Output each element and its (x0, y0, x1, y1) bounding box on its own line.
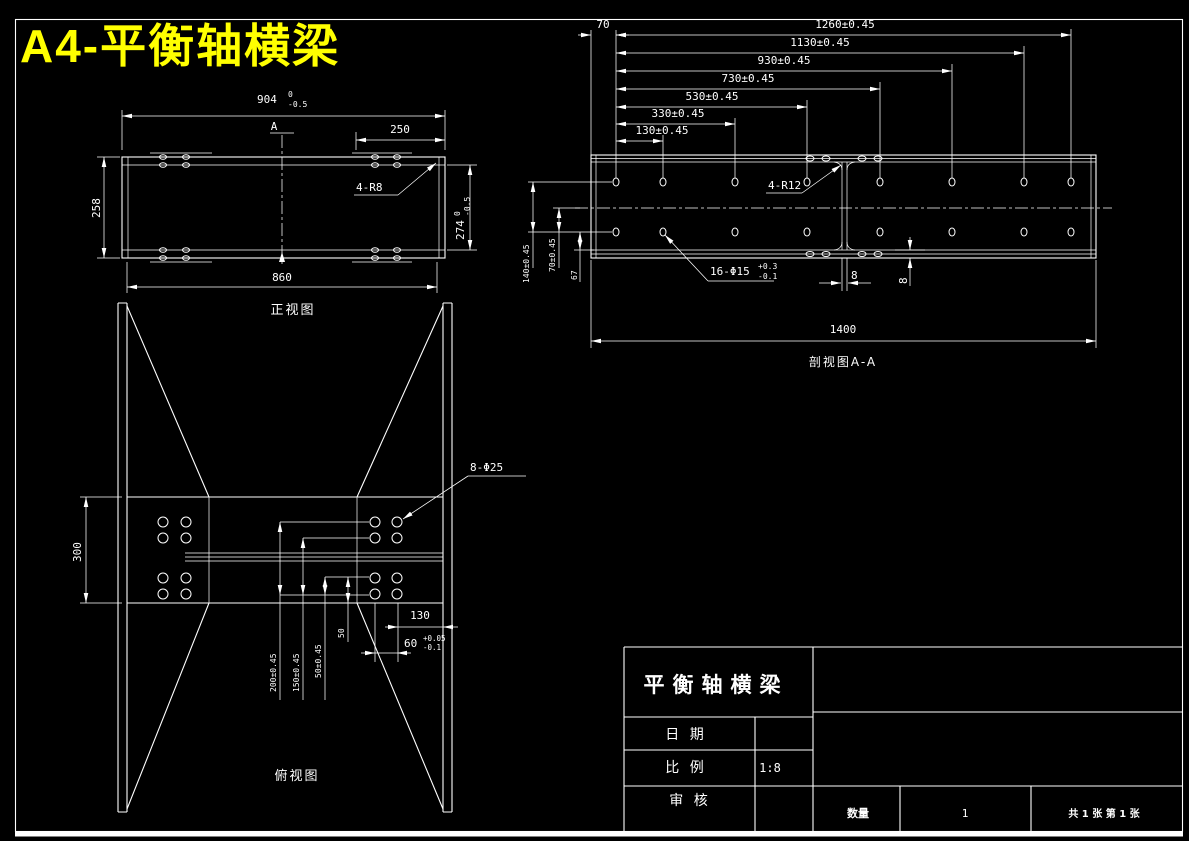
svg-text:1260±0.45: 1260±0.45 (815, 18, 875, 31)
dim-60: 60 +0.05 -0.1 (361, 634, 446, 656)
callout-4-r12: 4-R12 (766, 164, 842, 194)
dim-730: 730±0.45 (616, 72, 880, 92)
callout-4-r8: 4-R8 (354, 162, 437, 196)
svg-text:4-R12: 4-R12 (768, 179, 801, 192)
dim-140: 140±0.45 (522, 181, 612, 283)
dim-274: 274 0 -0.5 (447, 164, 477, 251)
date-label: 日 期 (665, 727, 706, 743)
svg-text:50±0.45: 50±0.45 (314, 644, 323, 678)
dim-70-vert: 70±0.45 (548, 207, 580, 272)
dim-130: 130±0.45 (616, 124, 689, 144)
quantity-value: 1 (962, 807, 969, 820)
dim-50-tol: 50±0.45 (314, 577, 328, 700)
svg-text:904: 904 (257, 93, 277, 106)
section-web (833, 161, 856, 291)
svg-text:0: 0 (453, 211, 462, 216)
svg-text:130: 130 (410, 609, 430, 622)
dim-130-top: 130 (374, 603, 458, 662)
dim-300: 300 (71, 496, 122, 604)
dim-web-8: 8 (819, 269, 871, 286)
svg-text:8: 8 (851, 269, 858, 282)
dim-530: 530±0.45 (616, 90, 807, 110)
scale-label: 比 例 (665, 760, 706, 776)
part-name: 平衡轴横梁 (644, 673, 789, 697)
dim-150: 150±0.45 (292, 538, 306, 700)
callout-16-phi15: 16-Φ15 +0.3 -0.1 (664, 234, 777, 282)
sheet-info: 共 1 张 第 1 张 (1068, 807, 1140, 820)
dim-50: 50 (337, 577, 351, 642)
dim-flange-8: 8 (895, 237, 925, 286)
svg-text:50: 50 (337, 628, 346, 638)
drawing-frame (14, 18, 1184, 837)
quantity-label: 数量 (847, 806, 869, 820)
dim-930: 930±0.45 (616, 54, 952, 74)
top-view-label: 俯视图 (274, 768, 319, 784)
svg-text:1130±0.45: 1130±0.45 (790, 36, 850, 49)
svg-text:258: 258 (90, 198, 103, 218)
dim-904: 904 0 -0.5 (121, 90, 446, 150)
svg-text:274: 274 (454, 220, 467, 240)
svg-text:8: 8 (897, 277, 910, 284)
callout-8-phi25: 8-Φ25 (402, 461, 526, 520)
svg-text:-0.1: -0.1 (758, 272, 777, 281)
svg-text:300: 300 (71, 542, 84, 562)
dim-860: 860 (126, 262, 438, 293)
svg-text:530±0.45: 530±0.45 (686, 90, 739, 103)
svg-text:+0.3: +0.3 (758, 262, 777, 271)
dim-258: 258 (90, 156, 120, 259)
top-view-holes (157, 516, 403, 600)
svg-text:730±0.45: 730±0.45 (722, 72, 775, 85)
section-flange-holes (805, 155, 883, 257)
svg-text:4-R8: 4-R8 (356, 181, 383, 194)
svg-text:-0.5: -0.5 (288, 100, 307, 109)
svg-text:8-Φ25: 8-Φ25 (470, 461, 503, 474)
dim-250: 250 (355, 123, 445, 150)
svg-text:60: 60 (404, 637, 417, 650)
svg-text:1400: 1400 (830, 323, 857, 336)
svg-text:-0.5: -0.5 (463, 197, 472, 216)
svg-text:200±0.45: 200±0.45 (269, 653, 278, 692)
section-line-a: A (270, 120, 294, 264)
dim-67: 67 (570, 232, 594, 282)
svg-text:16-Φ15: 16-Φ15 (710, 265, 750, 278)
svg-text:67: 67 (570, 270, 579, 280)
dim-200: 200±0.45 (269, 522, 283, 700)
svg-text:140±0.45: 140±0.45 (522, 244, 531, 283)
svg-text:-0.1: -0.1 (423, 643, 441, 652)
section-letter: A (271, 120, 278, 133)
dim-70: 70 (578, 18, 629, 38)
front-view: A 904 0 -0.5 250 4-R8 258 (90, 90, 477, 318)
title-block: 平衡轴横梁 日 期 比 例 1:8 审 核 数量 1 共 1 张 第 1 张 (623, 646, 1182, 831)
front-flange-holes (159, 154, 401, 261)
section-view-a-a: 70 1260±0.45 1130±0.45 930±0.45 730±0.45… (522, 18, 1112, 369)
dim-1260: 1260±0.45 (616, 18, 1071, 38)
svg-text:150±0.45: 150±0.45 (292, 653, 301, 692)
dim-1400: 1400 (590, 260, 1097, 348)
section-web-holes (612, 177, 1075, 237)
page-title: A4-平衡轴横梁 (20, 20, 340, 72)
dim-330: 330±0.45 (616, 107, 735, 127)
scale-value: 1:8 (759, 761, 781, 775)
svg-text:+0.05: +0.05 (423, 634, 446, 643)
section-view-label: 剖视图A-A (809, 354, 877, 369)
svg-text:70±0.45: 70±0.45 (548, 238, 557, 272)
top-view: 300 8-Φ25 200±0.45 150±0.45 50±0.45 (71, 302, 526, 813)
svg-text:70: 70 (596, 18, 609, 31)
svg-text:0: 0 (288, 90, 293, 99)
dim-1130: 1130±0.45 (616, 36, 1024, 56)
svg-text:250: 250 (390, 123, 410, 136)
svg-text:930±0.45: 930±0.45 (758, 54, 811, 67)
svg-text:330±0.45: 330±0.45 (652, 107, 705, 120)
front-view-label: 正视图 (270, 303, 315, 318)
svg-text:860: 860 (272, 271, 292, 284)
review-label: 审 核 (669, 793, 710, 809)
svg-text:130±0.45: 130±0.45 (636, 124, 689, 137)
